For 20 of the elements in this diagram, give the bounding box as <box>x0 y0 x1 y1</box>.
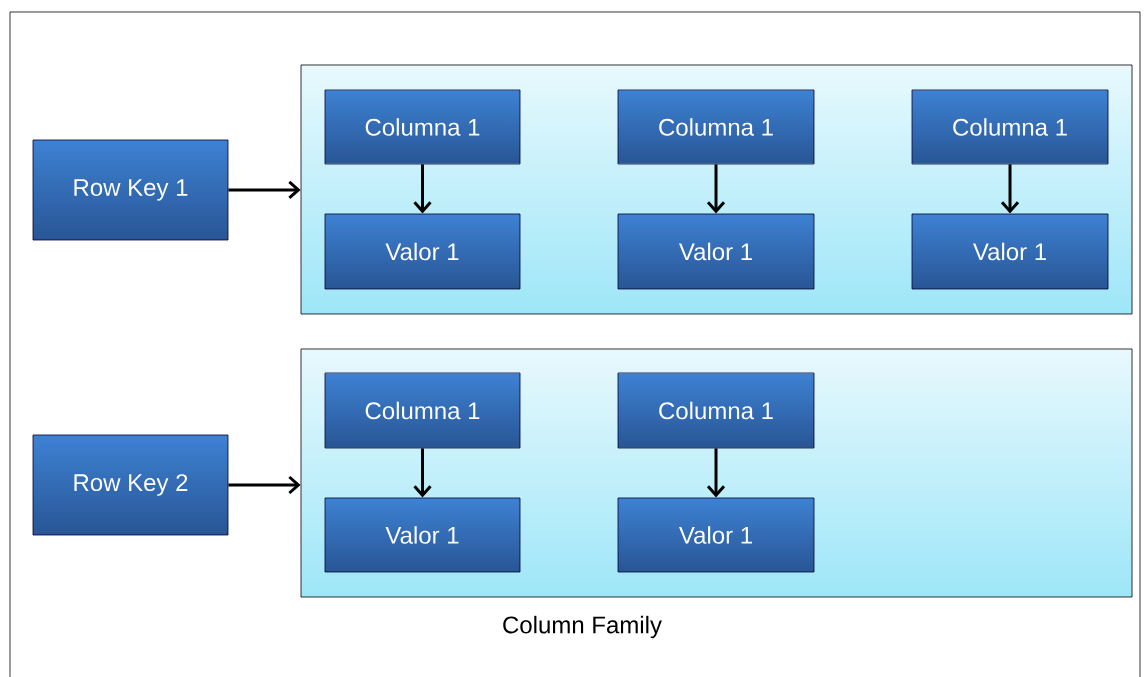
cell-box: Valor 1 <box>617 213 815 290</box>
cell-box: Columna 1 <box>911 89 1109 165</box>
arrow <box>706 164 726 214</box>
cell-box: Columna 1 <box>617 372 815 449</box>
arrow <box>228 475 301 495</box>
arrow <box>1000 164 1020 214</box>
arrow <box>413 164 432 214</box>
cell-box: Valor 1 <box>617 497 815 573</box>
key-box: Row Key 2 <box>32 434 229 536</box>
cell-box: Valor 1 <box>911 213 1109 290</box>
cell-box: Columna 1 <box>324 372 521 449</box>
cell-box: Valor 1 <box>324 213 521 290</box>
key-box: Row Key 1 <box>32 139 229 241</box>
cell-box: Columna 1 <box>324 89 521 165</box>
cell-box: Valor 1 <box>324 497 521 573</box>
cell-box: Columna 1 <box>617 89 815 165</box>
arrow <box>706 448 726 498</box>
arrow <box>413 448 432 498</box>
caption: Column Family <box>503 615 662 639</box>
arrow <box>228 180 301 200</box>
